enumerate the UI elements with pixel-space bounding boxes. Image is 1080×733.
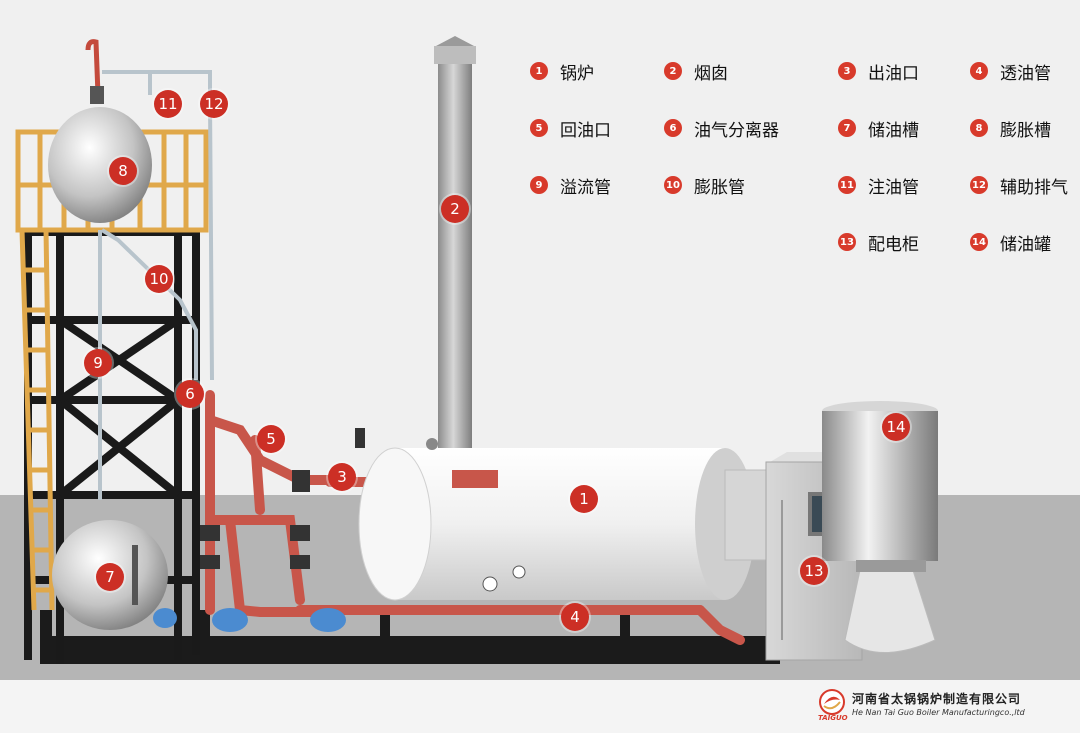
- legend-label: 出油口: [868, 63, 919, 84]
- legend-number: 7: [838, 119, 856, 137]
- legend-number: 1: [530, 62, 548, 80]
- legend-item-12: 12 辅助排气: [970, 173, 1068, 198]
- company-mark: TAIGUO 河南省太锅锅炉制造有限公司 He Nan Tai Guo Boil…: [818, 688, 1058, 728]
- marker-aux-vent: 12: [200, 90, 228, 118]
- legend-item-3: 3 出油口: [838, 59, 919, 84]
- legend-number: 11: [838, 176, 856, 194]
- legend-item-1: 1 锅炉: [530, 59, 594, 84]
- legend-number: 9: [530, 176, 548, 194]
- legend-number: 2: [664, 62, 682, 80]
- legend-label: 溢流管: [560, 177, 611, 198]
- brand-name: TAIGUO: [818, 714, 848, 722]
- legend-item-4: 4 透油管: [970, 59, 1051, 84]
- marker-separator: 6: [176, 380, 204, 408]
- legend-item-6: 6 油气分离器: [664, 116, 779, 141]
- legend-number: 5: [530, 119, 548, 137]
- legend-number: 8: [970, 119, 988, 137]
- legend-item-10: 10 膨胀管: [664, 173, 745, 198]
- marker-oil-outlet: 3: [328, 463, 356, 491]
- legend-item-5: 5 回油口: [530, 116, 611, 141]
- legend-number: 14: [970, 233, 988, 251]
- legend-number: 4: [970, 62, 988, 80]
- legend-number: 3: [838, 62, 856, 80]
- legend-label: 膨胀槽: [1000, 120, 1051, 141]
- marker-control-cabinet: 13: [800, 557, 828, 585]
- legend-item-14: 14 储油罐: [970, 230, 1051, 255]
- marker-overflow-pipe: 9: [84, 349, 112, 377]
- marker-expansion-pipe: 10: [145, 265, 173, 293]
- legend-item-13: 13 配电柜: [838, 230, 919, 255]
- legend-item-7: 7 储油槽: [838, 116, 919, 141]
- legend-item-9: 9 溢流管: [530, 173, 611, 198]
- company-name-english: He Nan Tai Guo Boiler Manufacturingco.,l…: [852, 708, 1025, 717]
- legend-number: 10: [664, 176, 682, 194]
- legend-label: 配电柜: [868, 234, 919, 255]
- legend-label: 储油槽: [868, 120, 919, 141]
- marker-storage-tank: 7: [96, 563, 124, 591]
- legend-label: 储油罐: [1000, 234, 1051, 255]
- marker-oil-return: 5: [257, 425, 285, 453]
- legend-label: 油气分离器: [694, 120, 779, 141]
- legend-number: 13: [838, 233, 856, 251]
- legend-label: 回油口: [560, 120, 611, 141]
- marker-chimney: 2: [441, 195, 469, 223]
- marker-expansion-tank: 8: [109, 157, 137, 185]
- legend-item-11: 11 注油管: [838, 173, 919, 198]
- marker-oil-tank: 14: [882, 413, 910, 441]
- marker-boiler: 1: [570, 485, 598, 513]
- marker-oil-pipe: 4: [561, 603, 589, 631]
- legend-item-8: 8 膨胀槽: [970, 116, 1051, 141]
- legend-label: 注油管: [868, 177, 919, 198]
- legend-number: 12: [970, 176, 988, 194]
- marker-fill-pipe: 11: [154, 90, 182, 118]
- company-name: 河南省太锅锅炉制造有限公司: [852, 692, 1022, 706]
- legend-label: 烟囱: [694, 63, 728, 84]
- company-logo-icon: [819, 689, 845, 715]
- legend-label: 膨胀管: [694, 177, 745, 198]
- legend-label: 锅炉: [560, 63, 594, 84]
- legend-label: 辅助排气: [1000, 177, 1068, 198]
- legend-item-2: 2 烟囱: [664, 59, 728, 84]
- legend-label: 透油管: [1000, 63, 1051, 84]
- legend-number: 6: [664, 119, 682, 137]
